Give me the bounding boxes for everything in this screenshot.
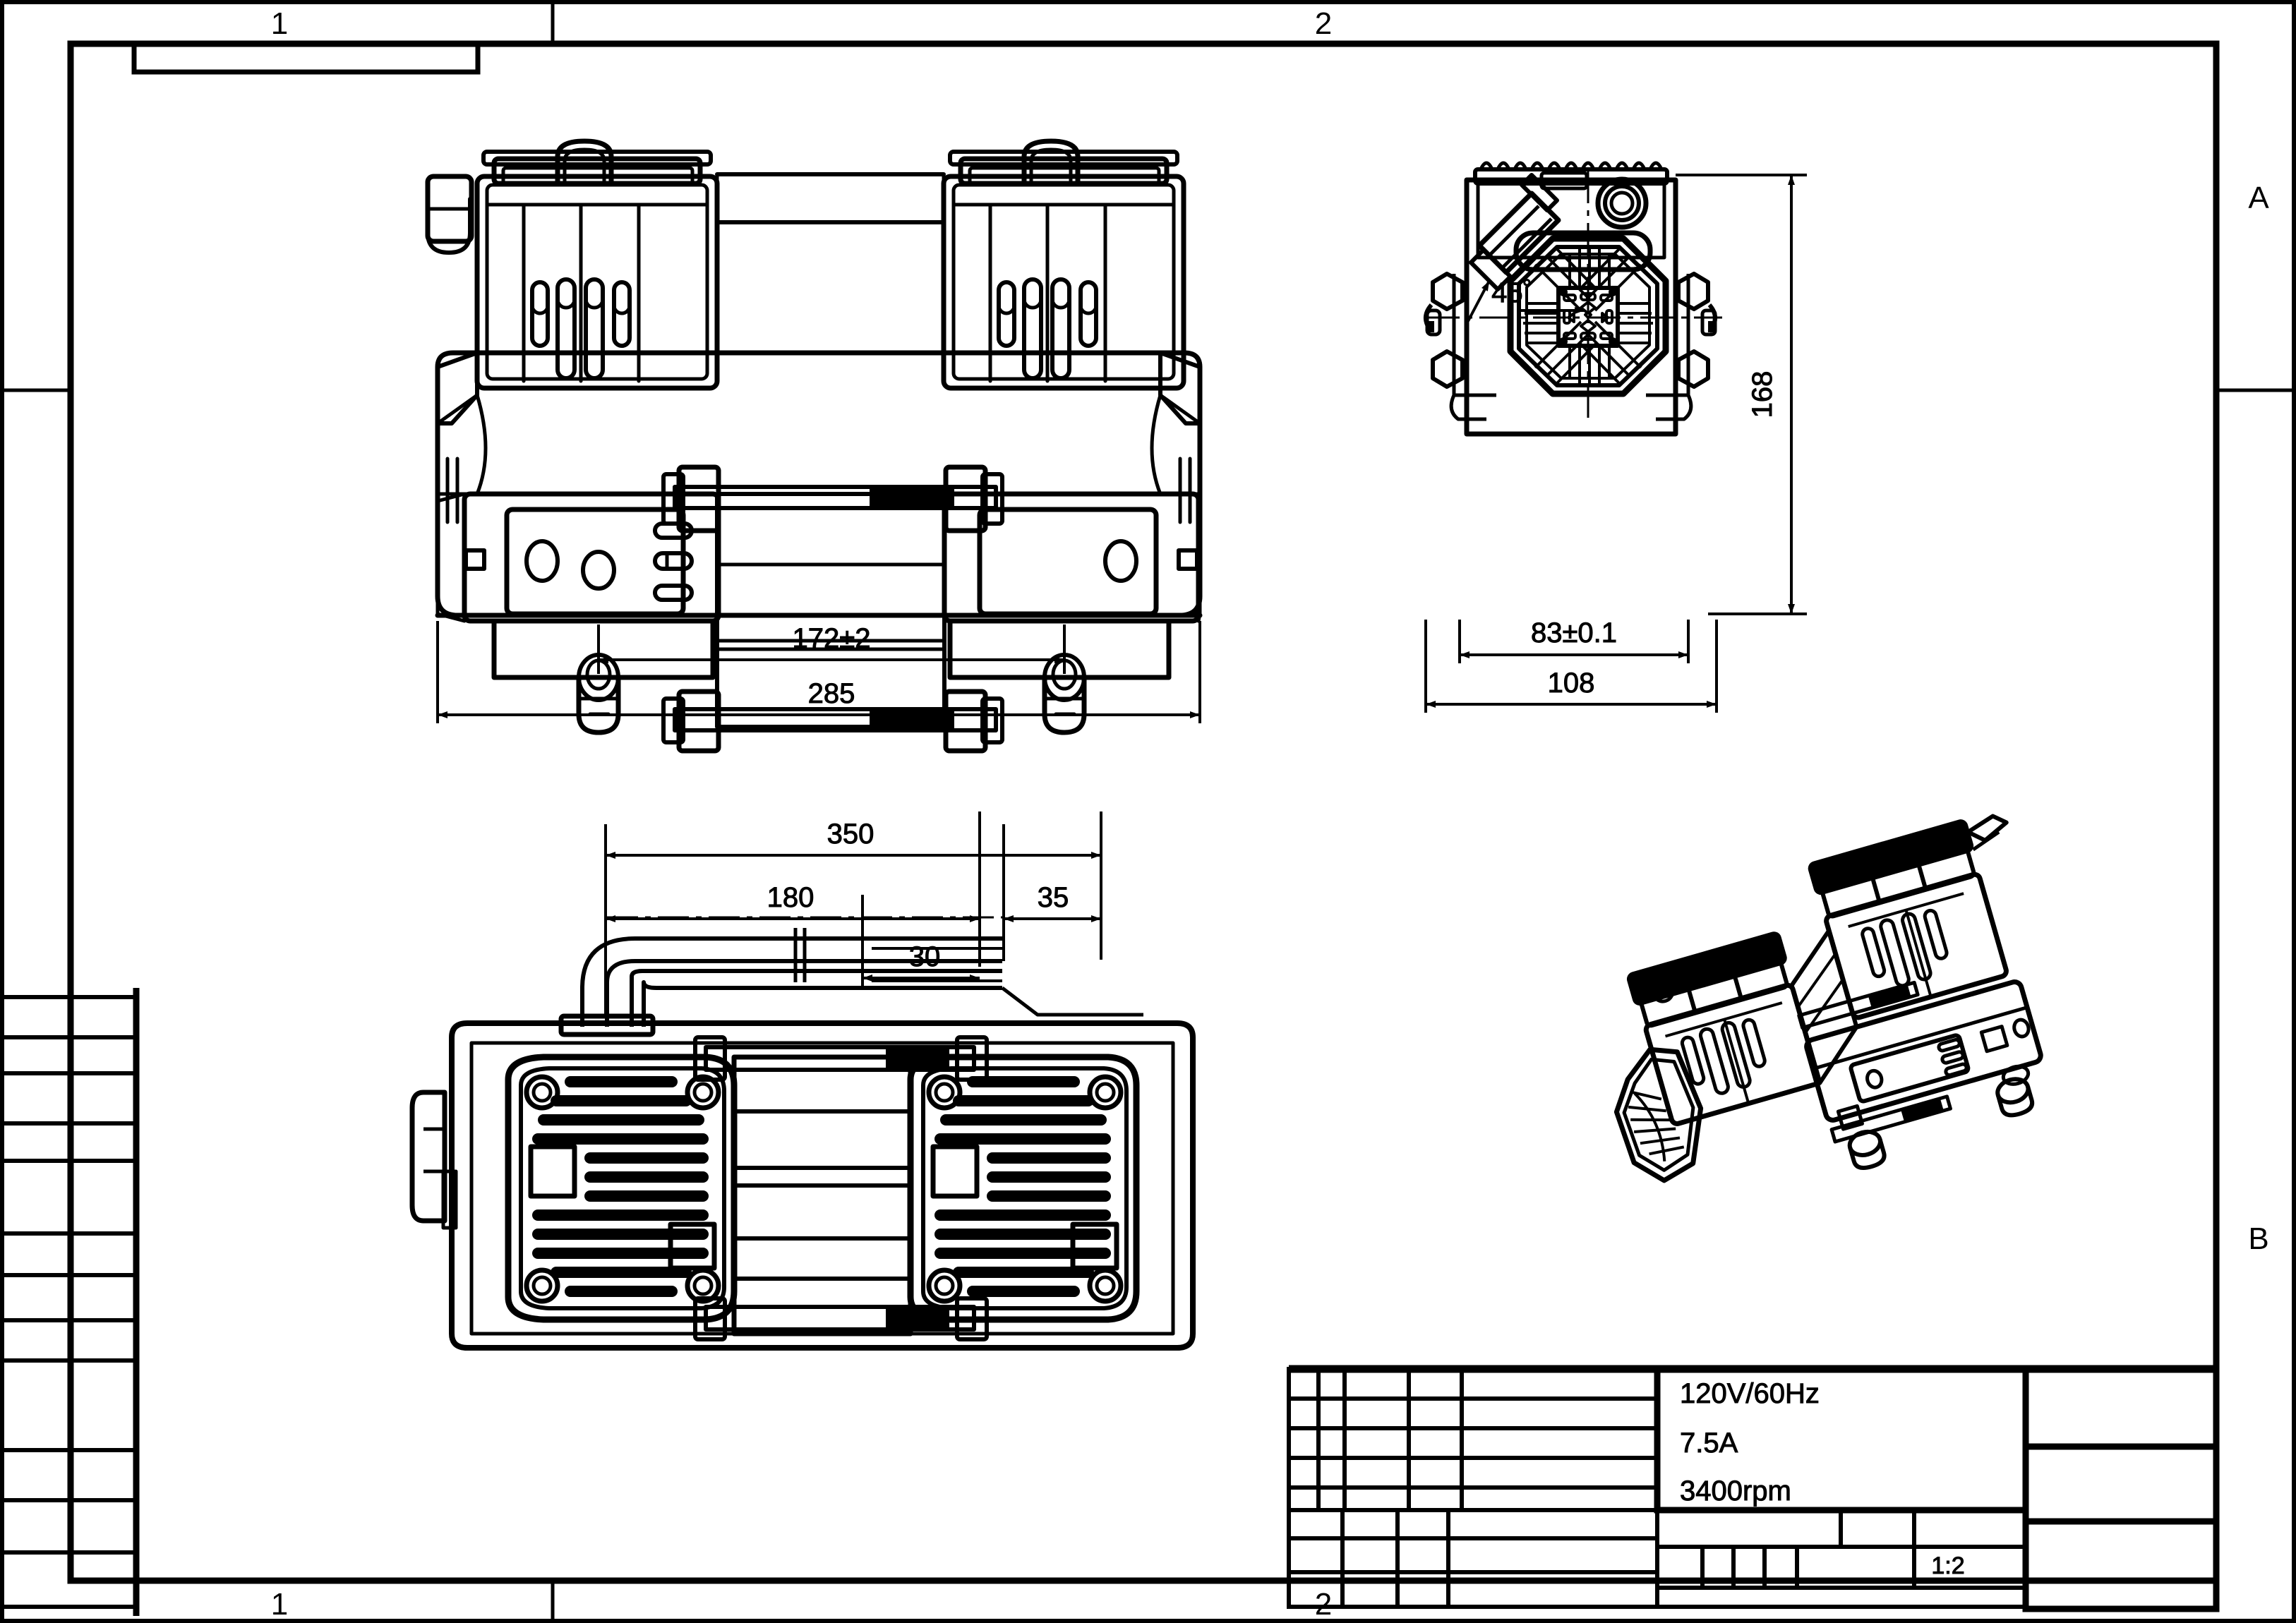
side-view-dimensions: 45˚ 168 83±0.1 108 [1424, 174, 1807, 713]
corner-hardware [1424, 272, 1717, 389]
dim-108: 108 [1548, 668, 1595, 699]
dim-30: 30 [909, 941, 941, 972]
spec-speed: 3400rpm [1680, 1476, 1791, 1507]
lower-left-grid [1287, 1508, 1659, 1609]
motor-cap-left [505, 1054, 738, 1323]
front-view-dimensions: 172±2 285 [436, 621, 1201, 723]
crank-housing-top [731, 1054, 913, 1337]
zone-bottom-2: 2 [1315, 1587, 1332, 1622]
iso-tie-rods [1797, 980, 1952, 1144]
spec-voltage: 120V/60Hz [1680, 1378, 1820, 1409]
dim-45deg: 45˚ [1491, 277, 1532, 308]
spec-current: 7.5A [1680, 1428, 1738, 1459]
header-box [131, 41, 481, 75]
top-view [409, 916, 1196, 1351]
iso-rear-stub [1966, 814, 2009, 852]
cylinder-head-right [941, 138, 1186, 391]
zone-right-b: B [2248, 1221, 2268, 1256]
dim-180: 180 [767, 882, 815, 913]
zone-right-a: A [2248, 181, 2269, 215]
iso-head-front [1626, 931, 1821, 1126]
parts-list-grid [1287, 1367, 1659, 1512]
isometric-view [1613, 814, 2043, 1183]
cylinder-head-left [474, 138, 720, 391]
zone-bottom-1: 1 [271, 1587, 288, 1622]
angled-port [1469, 173, 1561, 291]
side-port-left [425, 174, 474, 255]
zone-top-1: 1 [271, 6, 288, 41]
front-view [425, 138, 1203, 754]
middle-strip [1655, 1508, 2028, 1609]
dim-350: 350 [827, 819, 874, 850]
motor-body-right [942, 491, 1202, 624]
motor-body-left [435, 491, 721, 624]
iso-head-rear [1808, 819, 2009, 1020]
bracket-left [435, 351, 488, 524]
dim-83: 83±0.1 [1531, 617, 1617, 648]
title-block: 120V/60Hz 7.5A 3400rpm 1:2 [1287, 1365, 2220, 1612]
left-revision-strip [0, 988, 140, 1616]
motor-cap-right [907, 1054, 1140, 1323]
scale-value: 1:2 [1931, 1552, 1964, 1579]
bracket-right [1150, 351, 1202, 524]
top-crossbar [715, 172, 946, 355]
fan-shroud [1507, 235, 1669, 397]
tie-rod-top-view [693, 1035, 989, 1341]
iso-fan-shroud [1613, 1046, 1704, 1183]
dim-172: 172±2 [793, 623, 871, 654]
right-panels [2022, 1365, 2220, 1612]
tie-rod-upper [661, 464, 1004, 533]
top-view-dimensions: 350 180 35 30 [604, 812, 1102, 1016]
zone-top-2: 2 [1315, 6, 1332, 41]
iso-body [1789, 928, 2043, 1131]
dim-285: 285 [808, 678, 855, 709]
iso-feet [1847, 1064, 2035, 1170]
side-port-top [409, 1090, 458, 1230]
dim-168: 168 [1747, 371, 1778, 418]
power-leads [558, 928, 1143, 1037]
dim-35: 35 [1038, 882, 1069, 913]
side-view [1424, 161, 1722, 437]
